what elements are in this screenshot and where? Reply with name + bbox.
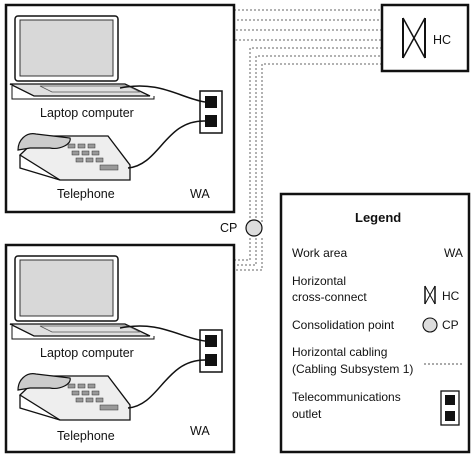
cp-label: CP: [220, 221, 237, 235]
laptop-icon: [9, 15, 155, 100]
legend-item-label: Telecommunications: [292, 390, 401, 404]
telecom-outlet-icon: [199, 329, 223, 373]
work-area-label: WA: [190, 424, 210, 438]
legend-item-symbol-text: WA: [444, 246, 463, 260]
legend-title: Legend: [355, 210, 401, 225]
legend: Legend Work area WA Horizontal cross-con…: [279, 192, 471, 454]
legend-item-label: Horizontal cabling: [292, 345, 387, 359]
legend-frame: [279, 192, 471, 454]
laptop-cord: [119, 325, 206, 342]
laptop-cord: [119, 85, 206, 103]
telephone-cord: [127, 359, 206, 409]
circle-icon: [422, 317, 438, 333]
telephone-label: Telephone: [57, 429, 115, 443]
legend-item-label: Work area: [292, 246, 347, 260]
laptop-label: Laptop computer: [40, 106, 134, 120]
hc-label: HC: [433, 33, 451, 47]
legend-item-symbol-text: HC: [442, 289, 460, 303]
telephone-icon: [17, 373, 131, 421]
legend-item-label: outlet: [292, 407, 322, 421]
work-area-top: Laptop computer Telephone WA: [4, 3, 236, 214]
telephone-icon: [17, 133, 131, 181]
laptop-label: Laptop computer: [40, 346, 134, 360]
circle-icon: [245, 219, 263, 237]
outlet-icon: [440, 390, 460, 426]
legend-item-symbol-text: CP: [442, 318, 459, 332]
work-area-label: WA: [190, 187, 210, 201]
legend-item-label: Horizontal: [292, 274, 346, 288]
legend-item-label: cross-connect: [292, 290, 367, 304]
work-area-bottom: Laptop computer Telephone WA: [4, 243, 236, 454]
telecom-outlet-icon: [199, 90, 223, 134]
consolidation-point: CP: [220, 219, 263, 237]
telephone-cord: [127, 120, 206, 169]
telephone-label: Telephone: [57, 187, 115, 201]
legend-item-label: (Cabling Subsystem 1): [292, 362, 413, 376]
cross-connect-icon: [402, 17, 426, 59]
cross-connect-icon: [424, 285, 436, 305]
laptop-icon: [9, 255, 155, 340]
horizontal-cross-connect: HC: [380, 3, 470, 73]
legend-item-label: Consolidation point: [292, 318, 395, 332]
